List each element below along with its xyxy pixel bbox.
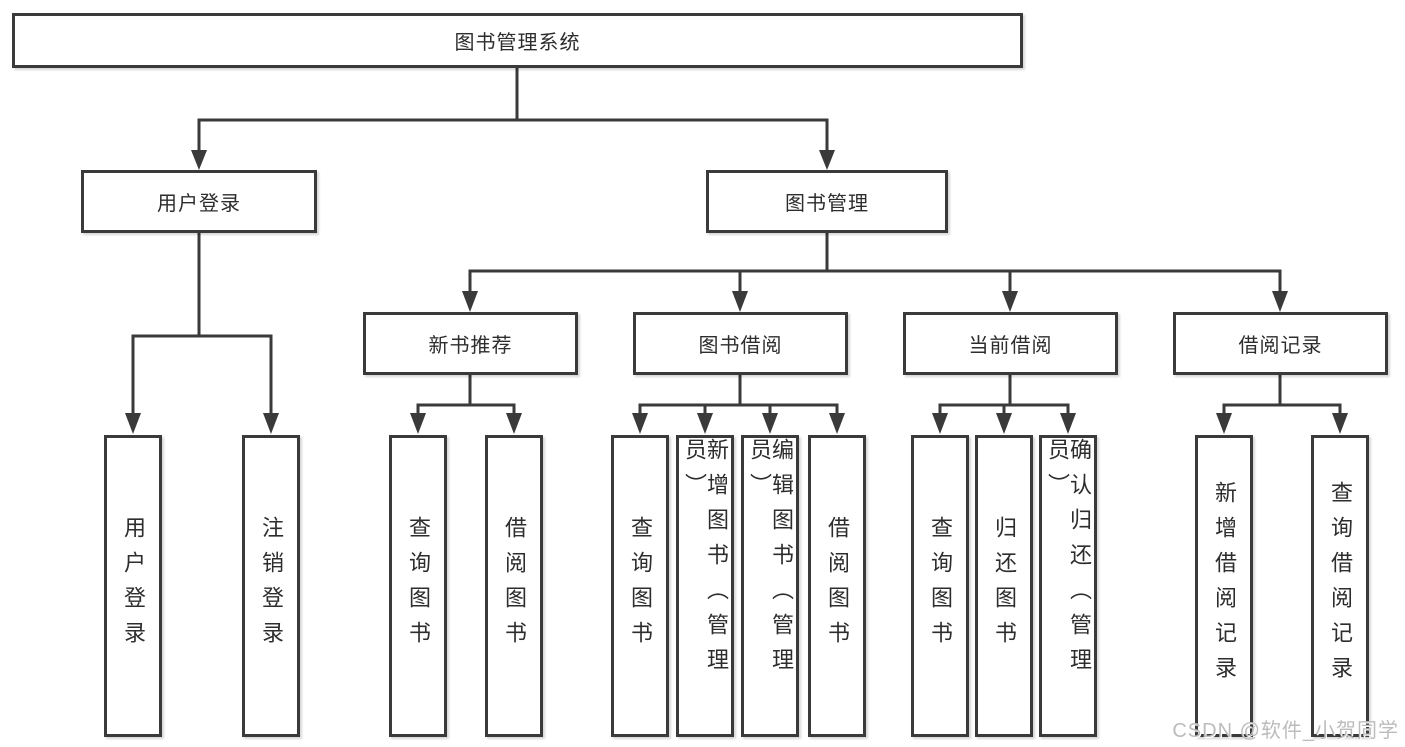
leaf-user-login: 用户登录 [104, 435, 162, 737]
node-user-login: 用户登录 [81, 170, 317, 233]
node-library-management-system: 图书管理系统 [12, 13, 1023, 68]
leaf-query-books-borrowing: 查询图书 [611, 435, 669, 737]
leaf-borrow-books-recommend: 借阅图书 [485, 435, 543, 737]
leaf-query-books-current: 查询图书 [911, 435, 969, 737]
node-book-management: 图书管理 [706, 170, 948, 233]
leaf-edit-books-admin: 编辑图书（管理员） [741, 435, 799, 737]
node-current-borrowing: 当前借阅 [903, 312, 1118, 375]
csdn-watermark: CSDN @软件_小贺同学 [1172, 720, 1399, 742]
leaf-query-books-recommend: 查询图书 [389, 435, 447, 737]
leaf-borrow-books-borrowing: 借阅图书 [808, 435, 866, 737]
leaf-logout: 注销登录 [242, 435, 300, 737]
node-borrowing-records: 借阅记录 [1173, 312, 1388, 375]
node-book-borrowing: 图书借阅 [633, 312, 848, 375]
leaf-add-borrow-record: 新增借阅记录 [1195, 435, 1253, 737]
leaf-add-books-admin: 新增图书（管理员） [676, 435, 734, 737]
node-new-book-recommendation: 新书推荐 [363, 312, 578, 375]
leaf-confirm-return-admin: 确认归还（管理员） [1039, 435, 1097, 737]
arrowheads [125, 150, 1348, 434]
leaf-query-borrow-record: 查询借阅记录 [1311, 435, 1369, 737]
leaf-return-books: 归还图书 [975, 435, 1033, 737]
